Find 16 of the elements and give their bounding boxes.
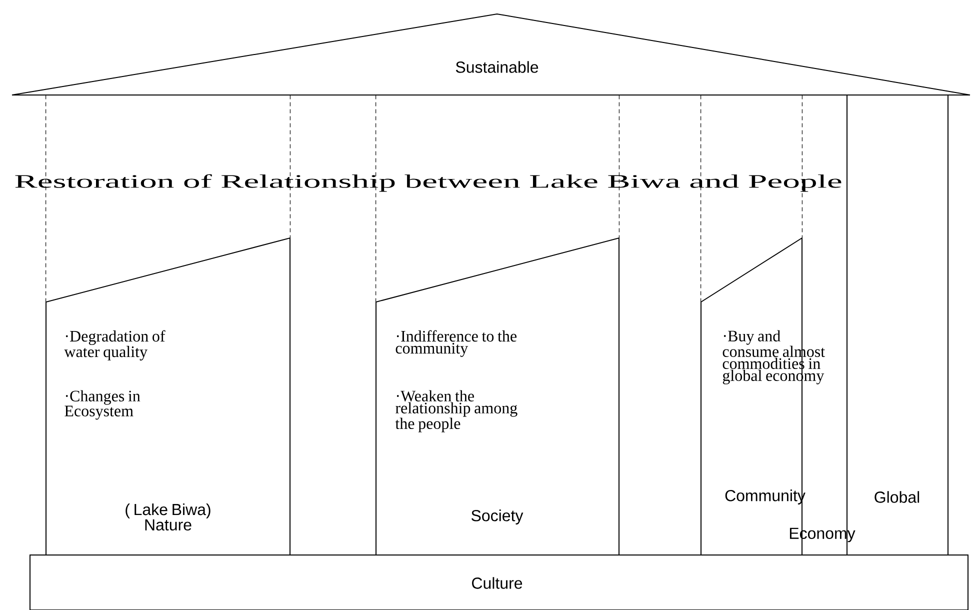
pillar <box>46 237 290 556</box>
bullet-text: ·Degradation of water quality <box>64 330 166 360</box>
bullet-text: ·Weaken the relationship among the people <box>395 390 518 432</box>
dashed-line <box>700 94 702 302</box>
heading-label: Culture <box>472 577 522 589</box>
roof-drawing <box>12 13 970 96</box>
pillar-label: Global <box>874 491 920 503</box>
pillar-label: Society <box>472 510 524 524</box>
bullet-text: ·Indifference to the community <box>396 330 516 357</box>
pillar-label: ( Lake Biwa) Nature <box>126 503 210 531</box>
dashed-line <box>618 94 620 238</box>
bullet-text: ·Changes in Ecosystem <box>64 390 140 420</box>
base-box <box>30 554 968 610</box>
title-text: Restoration of Relationship between Lake Biwa and People <box>15 174 842 192</box>
heading-label: Sustainable <box>456 61 538 73</box>
pillar <box>376 237 620 556</box>
